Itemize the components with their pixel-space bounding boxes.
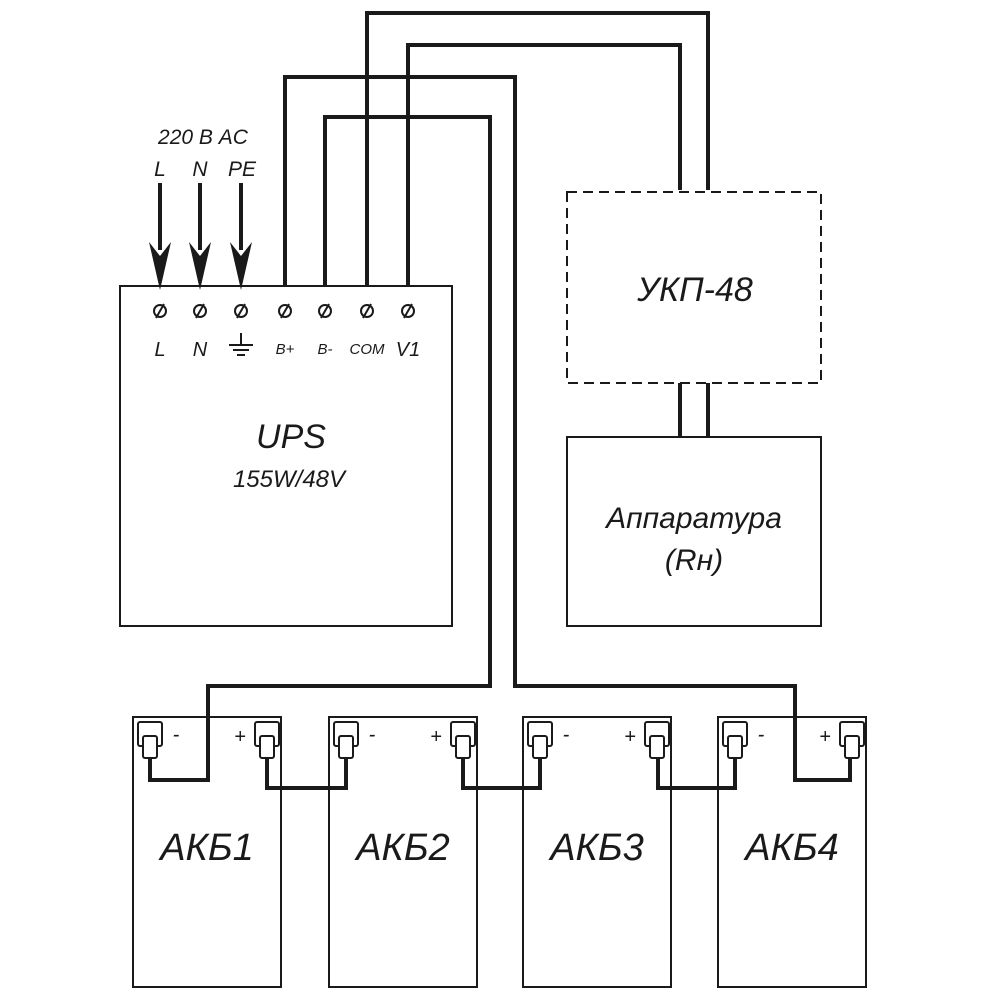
battery-minus-label: - (758, 724, 765, 746)
battery-box (132, 716, 282, 988)
battery-box (328, 716, 478, 988)
battery-minus-terminal-icon (137, 721, 163, 759)
wire-akb1-akb2 (265, 755, 348, 790)
battery-plus-terminal-icon (450, 721, 476, 759)
battery-bank: - + АКБ1 - + АКБ2 (132, 716, 867, 988)
terminal-label-n: N (193, 339, 208, 361)
battery-minus-label: - (369, 724, 376, 746)
wire-akb3-akb4 (656, 755, 737, 790)
terminal-label-com: COM (350, 341, 386, 358)
terminal-com-icon (360, 303, 374, 319)
battery-plus-terminal-icon (644, 721, 670, 759)
ups-terminal-block (153, 303, 415, 319)
wire-bplus-to-akb4 (283, 75, 852, 782)
terminal-label-l: L (154, 339, 165, 361)
wire-akb2-akb3 (461, 755, 542, 790)
battery-3: - + АКБ3 (522, 716, 672, 988)
mains-label-n: N (192, 158, 208, 181)
battery-minus-terminal-icon (722, 721, 748, 759)
battery-2: - + АКБ2 (328, 716, 478, 988)
load-box (566, 436, 822, 627)
wire-bminus-to-akb1 (148, 115, 492, 782)
battery-4: - + АКБ4 (717, 716, 867, 988)
battery-plus-label: + (819, 726, 831, 748)
ground-icon (229, 333, 253, 356)
battery-minus-terminal-icon (333, 721, 359, 759)
wire-v1-to-ukp (406, 43, 682, 305)
battery-minus-label: - (563, 724, 570, 746)
battery-minus-label: - (173, 724, 180, 746)
terminal-v1-icon (401, 303, 415, 319)
mains-label-l: L (154, 158, 166, 181)
terminal-label-bplus: B+ (276, 341, 295, 358)
mains-input: 220 В AC L N PE (149, 126, 257, 290)
ukp-title: УКП-48 (636, 271, 753, 309)
battery-name: АКБ1 (158, 827, 254, 869)
terminal-pe-icon (234, 303, 248, 319)
load-title: Аппаратура (604, 502, 782, 535)
battery-plus-label: + (430, 726, 442, 748)
terminal-label-v1: V1 (396, 339, 420, 361)
terminal-n-icon (193, 303, 207, 319)
battery-plus-label: + (234, 726, 246, 748)
battery-plus-terminal-icon (839, 721, 865, 759)
battery-minus-terminal-icon (527, 721, 553, 759)
ukp-unit: УКП-48 (566, 191, 822, 384)
mains-header: 220 В AC (157, 126, 249, 149)
battery-plus-terminal-icon (254, 721, 280, 759)
load-unit: Аппаратура (Rн) (566, 436, 822, 627)
battery-name: АКБ3 (548, 827, 644, 869)
wire-com-to-ukp (365, 11, 710, 305)
battery-1: - + АКБ1 (132, 716, 282, 988)
terminal-l-icon (153, 303, 167, 319)
terminal-label-bminus: B- (318, 341, 333, 358)
arrow-down-icon (230, 183, 252, 290)
battery-plus-label: + (624, 726, 636, 748)
wires (148, 11, 852, 790)
battery-name: АКБ4 (743, 827, 839, 869)
terminal-bminus-icon (318, 303, 332, 319)
arrow-down-icon (149, 183, 171, 290)
load-subtitle: (Rн) (665, 544, 723, 577)
battery-lead-ends (148, 758, 852, 790)
battery-box (522, 716, 672, 988)
terminal-bplus-icon (278, 303, 292, 319)
battery-name: АКБ2 (354, 827, 450, 869)
ups-box (119, 285, 453, 627)
ups-unit: L N B+ B- COM V1 UPS 155W/48V (119, 285, 453, 627)
arrow-down-icon (189, 183, 211, 290)
mains-label-pe: PE (228, 158, 257, 181)
ups-rating: 155W/48V (233, 466, 347, 493)
battery-box (717, 716, 867, 988)
ups-title: UPS (256, 418, 326, 456)
